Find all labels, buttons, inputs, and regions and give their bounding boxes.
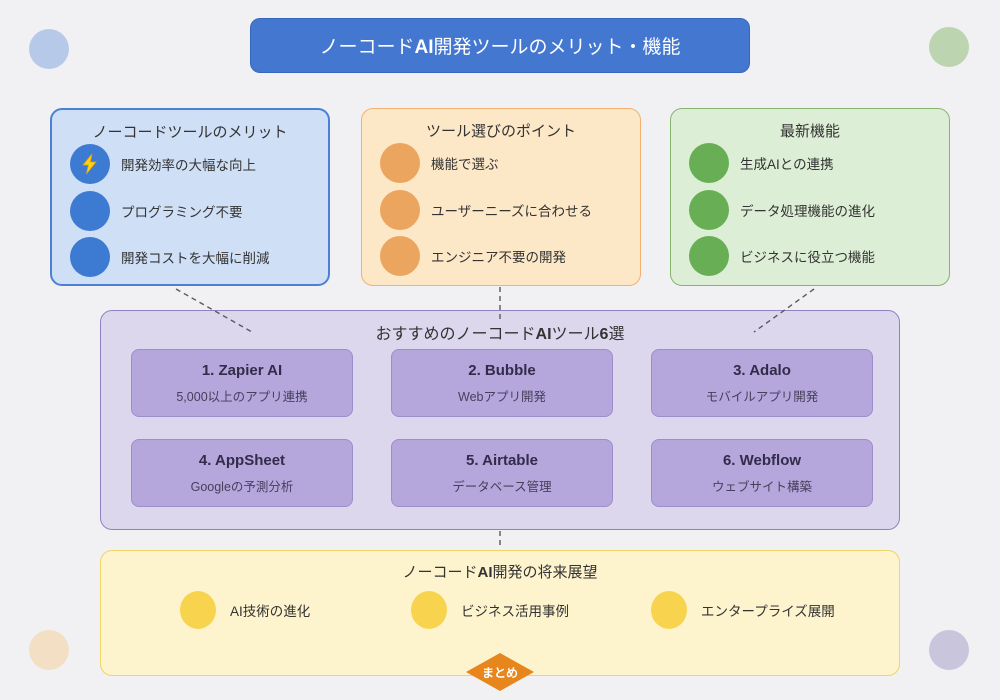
selection-point-label: 機能で選ぶ xyxy=(431,157,499,172)
tool-card-adalo: 3. Adalo モバイルアプリ開発 xyxy=(651,349,873,417)
lightning-icon xyxy=(70,144,110,184)
tool-card-webflow: 6. Webflow ウェブサイト構築 xyxy=(651,439,873,507)
decorative-circle-top-right xyxy=(929,27,969,67)
feature-item: データ処理機能の進化 xyxy=(689,189,875,231)
selection-point-item: ユーザーニーズに合わせる xyxy=(380,189,592,231)
tool-name: 6. Webflow xyxy=(722,451,802,469)
selection-point-label: ユーザーニーズに合わせる xyxy=(431,204,593,219)
tool-name: 1. Zapier AI xyxy=(201,361,283,379)
tool-description: Webアプリ開発 xyxy=(458,389,546,404)
tool-card-appsheet: 4. AppSheet Googleの予測分析 xyxy=(131,439,353,507)
feature-item-label: データ処理機能の進化 xyxy=(740,204,875,219)
recommended-tools-panel: おすすめのノーコードAIツール6選 1. Zapier AI 5,000以上のア… xyxy=(100,310,900,530)
merits-item: プログラミング不要 xyxy=(70,190,243,232)
selection-point-label: エンジニア不要の開発 xyxy=(431,250,566,265)
summary-badge-label: まとめ xyxy=(481,665,518,680)
tool-description: Googleの予測分析 xyxy=(190,479,294,494)
future-item: ビジネス活用事例 xyxy=(411,591,569,629)
decorative-circle-top-left xyxy=(29,29,69,69)
diamond-shape-icon xyxy=(466,653,534,691)
bullet-circle-icon xyxy=(651,591,687,629)
selection-points-title: ツール選びのポイント xyxy=(425,123,576,140)
diagram-title: ノーコードAI開発ツールのメリット・機能 xyxy=(319,37,681,58)
latest-features-box: 最新機能 生成AIとの連携 データ処理機能の進化 ビジネスに役立つ機能 xyxy=(670,108,950,286)
tool-name: 5. Airtable xyxy=(466,451,538,469)
bullet-circle-icon xyxy=(70,237,110,277)
future-item: AI技術の進化 xyxy=(180,591,310,629)
diagram-title-banner: ノーコードAI開発ツールのメリット・機能 xyxy=(250,18,750,73)
merits-box-title: ノーコードツールのメリット xyxy=(92,124,288,141)
merits-item: 開発効率の大幅な向上 xyxy=(70,143,256,185)
tool-description: 5,000以上のアプリ連携 xyxy=(176,389,308,404)
bullet-circle-icon xyxy=(689,236,729,276)
latest-features-title: 最新機能 xyxy=(779,123,840,140)
feature-item: 生成AIとの連携 xyxy=(689,142,834,184)
bullet-circle-icon xyxy=(411,591,447,629)
feature-item: ビジネスに役立つ機能 xyxy=(689,235,875,277)
merits-item-label: 開発コストを大幅に削減 xyxy=(121,251,270,266)
future-item-label: ビジネス活用事例 xyxy=(461,604,569,619)
future-outlook-title: ノーコードAI開発の将来展望 xyxy=(402,564,598,581)
bullet-circle-icon xyxy=(689,143,729,183)
decorative-circle-bottom-right xyxy=(929,630,969,670)
tool-card-zapier: 1. Zapier AI 5,000以上のアプリ連携 xyxy=(131,349,353,417)
selection-points-box: ツール選びのポイント 機能で選ぶ ユーザーニーズに合わせる エンジニア不要の開発 xyxy=(361,108,641,286)
bullet-circle-icon xyxy=(689,190,729,230)
merits-box: ノーコードツールのメリット 開発効率の大幅な向上 プログラミング不要 開発コスト… xyxy=(50,108,330,286)
tool-name: 2. Bubble xyxy=(468,361,536,379)
tool-description: データベース管理 xyxy=(452,479,552,494)
summary-badge: まとめ xyxy=(466,653,534,691)
bullet-circle-icon xyxy=(380,190,420,230)
tool-description: ウェブサイト構築 xyxy=(711,479,812,494)
selection-point-item: エンジニア不要の開発 xyxy=(380,235,566,277)
tool-description: モバイルアプリ開発 xyxy=(705,389,819,404)
recommended-tools-title: おすすめのノーコードAIツール6選 xyxy=(375,326,625,343)
merits-item-label: 開発効率の大幅な向上 xyxy=(121,158,256,173)
bullet-circle-icon xyxy=(70,191,110,231)
future-item-label: エンタープライズ展開 xyxy=(701,604,835,619)
feature-item-label: 生成AIとの連携 xyxy=(740,157,834,172)
future-item: エンタープライズ展開 xyxy=(651,591,835,629)
tool-name: 3. Adalo xyxy=(733,361,791,379)
bullet-circle-icon xyxy=(380,236,420,276)
tool-card-airtable: 5. Airtable データベース管理 xyxy=(391,439,613,507)
bullet-circle-icon xyxy=(180,591,216,629)
merits-item-label: プログラミング不要 xyxy=(121,205,243,220)
decorative-circle-bottom-left xyxy=(29,630,69,670)
merits-item: 開発コストを大幅に削減 xyxy=(70,236,270,278)
future-item-label: AI技術の進化 xyxy=(230,604,311,619)
selection-point-item: 機能で選ぶ xyxy=(380,142,499,184)
feature-item-label: ビジネスに役立つ機能 xyxy=(740,250,875,265)
tool-name: 4. AppSheet xyxy=(198,451,286,469)
tool-card-bubble: 2. Bubble Webアプリ開発 xyxy=(391,349,613,417)
bullet-circle-icon xyxy=(380,143,420,183)
